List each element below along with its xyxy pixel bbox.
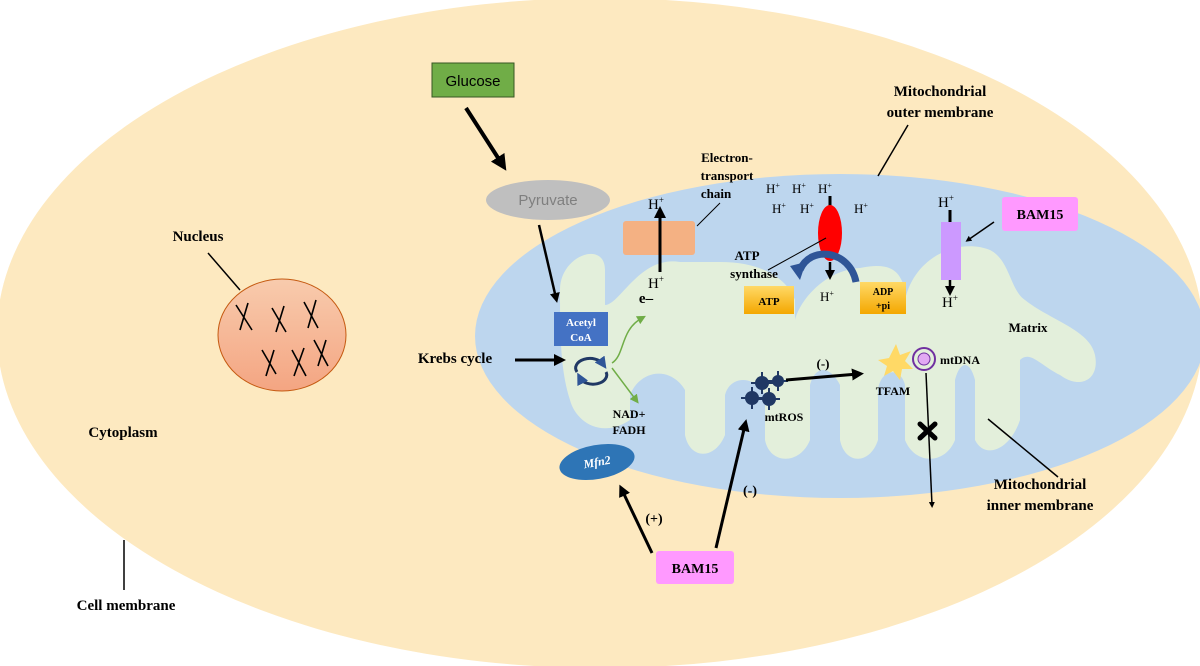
outer-membrane-label-1: Mitochondrial — [894, 84, 987, 100]
mtros-icon — [741, 371, 788, 410]
bam15-top-box — [1002, 197, 1078, 231]
glucose-box — [431, 62, 515, 98]
acetyl-label: Acetyl — [566, 317, 596, 329]
svg-text:H+: H+ — [792, 181, 806, 196]
svg-text:H+: H+ — [772, 201, 786, 216]
etc-h-top: H+ — [648, 195, 664, 213]
mtdna-label: mtDNA — [940, 353, 980, 367]
mitochondrion-inner — [560, 246, 1096, 459]
etc-label-3: chain — [701, 186, 732, 201]
etc-label-2: transport — [701, 168, 754, 183]
coa-label: CoA — [570, 332, 591, 344]
pyruvate-label: Pyruvate — [518, 192, 577, 209]
nucleus — [217, 278, 347, 392]
adp-box — [860, 282, 906, 314]
etc-label-1: Electron- — [701, 150, 753, 165]
mtros-label: mtROS — [765, 410, 804, 424]
acetyl-coa-box — [554, 312, 608, 346]
uncoupler-h-top: H+ — [938, 193, 954, 211]
svg-text:H+: H+ — [818, 181, 832, 196]
nad-arrow — [611, 367, 639, 404]
minus-sign-2: (-) — [743, 484, 757, 499]
bam15-top-arrow — [965, 221, 995, 242]
mtdna-icon — [912, 347, 936, 371]
atp-synthase-icon — [818, 205, 842, 261]
atp-box — [744, 286, 794, 314]
pyruvate-to-acetyl-arrow — [537, 224, 560, 303]
svg-text:H+: H+ — [854, 201, 868, 216]
bam15-bottom-box — [656, 551, 734, 584]
etc-pointer — [696, 202, 721, 227]
plus-sign: (+) — [645, 512, 663, 527]
uncoupler-channel — [941, 222, 961, 280]
nad-label: NAD+ — [613, 407, 646, 421]
outer-membrane-pointer — [877, 124, 909, 177]
glucose-to-pyruvate-arrow — [464, 106, 507, 171]
bam15-to-mfn2-arrow — [619, 484, 654, 554]
bam15-bottom-label: BAM15 — [672, 562, 719, 577]
atp-label: ATP — [758, 296, 779, 308]
svg-text:H+: H+ — [800, 201, 814, 216]
fadh-label: FADH — [612, 423, 646, 437]
minus-sign-1: (-) — [817, 356, 830, 371]
atp-synthase-label-2: synthase — [730, 266, 778, 281]
matrix-label: Matrix — [1009, 320, 1048, 335]
inner-membrane-pointer — [987, 418, 1059, 478]
nucleus-pointer — [207, 252, 241, 291]
pyruvate-oval — [486, 180, 610, 220]
svg-text:H+: H+ — [766, 181, 780, 196]
mtdna-release-arrow — [925, 372, 935, 508]
mfn2-label: Mfn2 — [581, 453, 611, 472]
bam15-to-mtros-arrow — [714, 419, 750, 549]
proton-cluster: H+ H+ H+ H+ H+ H+ — [766, 181, 868, 216]
bam15-top-label: BAM15 — [1017, 208, 1064, 223]
adp-label-1: ADP — [873, 287, 894, 298]
mfn2-oval — [559, 444, 635, 480]
atp-rotation-arrowhead — [790, 262, 806, 280]
electron-arrow — [611, 315, 646, 364]
etc-h-bottom: H+ — [648, 274, 664, 292]
adp-label-2: +pi — [876, 301, 890, 312]
glucose-label: Glucose — [445, 73, 500, 90]
atp-synthase-pointer — [767, 237, 827, 271]
atp-synthase-label-1: ATP — [734, 248, 759, 263]
cell-membrane-label: Cell membrane — [77, 598, 176, 614]
electron-label: e– — [639, 291, 654, 307]
inner-membrane-label-2: inner membrane — [987, 498, 1094, 514]
mtdna-icon-inner — [917, 352, 931, 366]
cytoplasm-label: Cytoplasm — [88, 425, 158, 441]
inner-membrane-label-1: Mitochondrial — [994, 477, 1087, 493]
outer-membrane-label-2: outer membrane — [887, 105, 994, 121]
block-x-icon — [917, 421, 938, 441]
tfam-label: TFAM — [876, 384, 910, 398]
uncoupler-h-bottom: H+ — [942, 293, 958, 311]
matrix-h: H+ — [820, 289, 834, 304]
tfam-icon — [878, 344, 913, 380]
mtros-to-tfam-arrow — [785, 368, 864, 382]
nucleus-label: Nucleus — [173, 229, 224, 245]
chromosomes-icon — [235, 299, 329, 377]
cycle-icon — [574, 355, 609, 387]
krebs-cycle-label: Krebs cycle — [418, 351, 493, 367]
